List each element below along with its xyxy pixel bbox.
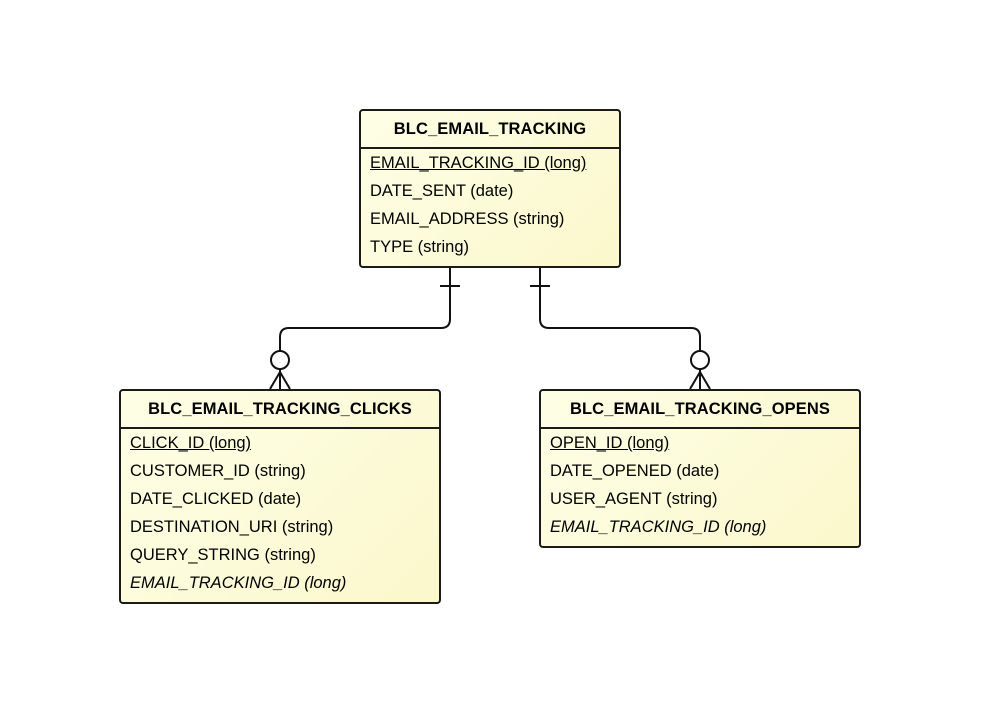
field: QUERY_STRING (string) [130,546,316,564]
field: DESTINATION_URI (string) [130,518,334,536]
field: EMAIL_ADDRESS (string) [370,210,565,228]
foreign-key-field: EMAIL_TRACKING_ID (long) [550,518,767,536]
entity-email-tracking-clicks[interactable]: BLC_EMAIL_TRACKING_CLICKS CLICK_ID (long… [119,389,441,604]
field: DATE_CLICKED (date) [130,490,302,508]
field-list: EMAIL_TRACKING_ID (long) DATE_SENT (date… [361,149,619,261]
crows-foot-icon [269,369,291,390]
field-list: OPEN_ID (long) DATE_OPENED (date) USER_A… [541,429,859,541]
field: USER_AGENT (string) [550,490,718,508]
entity-title: BLC_EMAIL_TRACKING [361,111,619,149]
field-list: CLICK_ID (long) CUSTOMER_ID (string) DAT… [121,429,439,597]
field: DATE_SENT (date) [370,182,514,200]
entity-email-tracking-opens[interactable]: BLC_EMAIL_TRACKING_OPENS OPEN_ID (long) … [539,389,861,548]
relationship-tracking-opens [530,268,711,390]
relationship-tracking-clicks [269,268,460,390]
entity-title: BLC_EMAIL_TRACKING_OPENS [541,391,859,429]
connector-line-clicks [279,268,451,350]
foreign-key-field: EMAIL_TRACKING_ID (long) [130,574,347,592]
field: DATE_OPENED (date) [550,462,720,480]
entity-email-tracking[interactable]: BLC_EMAIL_TRACKING EMAIL_TRACKING_ID (lo… [359,109,621,268]
zero-marker-icon [690,350,710,370]
primary-key-field: OPEN_ID (long) [550,434,670,452]
zero-marker-icon [270,350,290,370]
crows-foot-icon [689,369,711,390]
connector-line-opens [539,268,701,350]
entity-title: BLC_EMAIL_TRACKING_CLICKS [121,391,439,429]
primary-key-field: CLICK_ID (long) [130,434,252,452]
field: TYPE (string) [370,238,470,256]
primary-key-field: EMAIL_TRACKING_ID (long) [370,154,587,172]
field: CUSTOMER_ID (string) [130,462,306,480]
